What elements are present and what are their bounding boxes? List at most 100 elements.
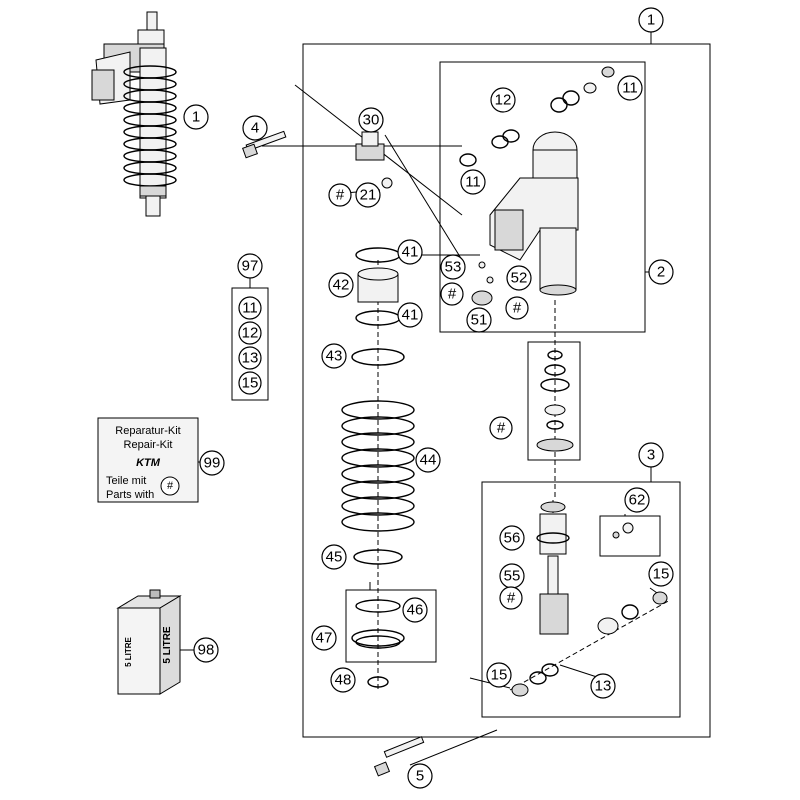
- svg-text:99: 99: [204, 455, 221, 472]
- callout-53: 53: [440, 254, 466, 280]
- callout-12: 12: [490, 87, 516, 113]
- svg-text:#: #: [507, 590, 516, 607]
- piston-group-frame: [481, 481, 681, 718]
- svg-text:55: 55: [504, 568, 521, 585]
- svg-text:62: 62: [629, 492, 646, 509]
- callout-13: 13: [590, 673, 616, 699]
- kit-item-13: 13: [238, 346, 262, 370]
- oil-can-label-front: 5 LITRE: [124, 636, 133, 666]
- svg-text:15: 15: [242, 375, 259, 392]
- seal-rings-top: [459, 66, 615, 167]
- svg-text:15: 15: [653, 566, 670, 583]
- callout-46: 46: [402, 597, 428, 623]
- ktm-logo: KTM: [136, 457, 161, 469]
- callout-21: 21: [355, 182, 381, 208]
- svg-text:21: 21: [360, 187, 377, 204]
- svg-text:53: 53: [445, 259, 462, 276]
- svg-text:11: 11: [465, 174, 481, 191]
- callout-45: 45: [321, 544, 347, 570]
- seal-group-frame: [527, 341, 581, 461]
- callout-1-top: 1: [638, 7, 664, 33]
- piston-rod-illustration: [511, 501, 668, 697]
- kit-item-15: 15: [238, 371, 262, 395]
- part62-frame: [599, 515, 661, 557]
- svg-text:98: 98: [198, 642, 215, 659]
- svg-text:45: 45: [326, 549, 343, 566]
- repair-kit-line4: Parts with: [106, 489, 154, 501]
- repair-kit-line1: Reparatur-Kit: [115, 425, 180, 437]
- svg-text:#: #: [448, 286, 457, 303]
- svg-text:41: 41: [402, 307, 419, 324]
- svg-text:3: 3: [647, 447, 655, 464]
- adjuster-30-illustration: [355, 131, 385, 161]
- callout-62: 62: [624, 487, 650, 513]
- bolt-5-illustration: [373, 736, 425, 777]
- reservoir-group-frame: [439, 61, 646, 333]
- hash-marker-52: #: [505, 296, 529, 320]
- svg-text:48: 48: [335, 672, 352, 689]
- svg-text:#: #: [336, 187, 345, 204]
- repair-kit-line3: Teile mit: [106, 475, 146, 487]
- svg-text:46: 46: [407, 602, 424, 619]
- screw-21-illustration: [381, 177, 393, 189]
- spring-guide-parts: [351, 247, 405, 366]
- svg-text:#: #: [513, 300, 522, 317]
- kit-item-12: 12: [238, 321, 262, 345]
- svg-text:5: 5: [416, 768, 424, 785]
- seal-stack-illustration: [536, 350, 574, 452]
- kit-item-11: 11: [238, 296, 262, 320]
- callout-2: 2: [648, 259, 674, 285]
- callout-55: 55: [499, 563, 525, 589]
- callout-4: 4: [242, 115, 268, 141]
- svg-text:15: 15: [491, 667, 508, 684]
- callout-51: 51: [466, 307, 492, 333]
- lower-seat-frame: [345, 589, 437, 663]
- callout-99: 99: [199, 450, 225, 476]
- callout-41-bottom: 41: [397, 302, 423, 328]
- hash-marker-53: #: [440, 282, 464, 306]
- svg-text:#: #: [497, 420, 506, 437]
- complete-shock-illustration: [91, 11, 177, 217]
- svg-text:44: 44: [420, 452, 437, 469]
- svg-text:12: 12: [495, 92, 512, 109]
- callout-42: 42: [328, 272, 354, 298]
- main-assembly-frame: [302, 43, 711, 738]
- svg-text:41: 41: [402, 244, 419, 261]
- svg-text:12: 12: [242, 325, 259, 342]
- callout-47: 47: [311, 625, 337, 651]
- repair-kit-line2: Repair-Kit: [124, 439, 173, 451]
- svg-text:56: 56: [504, 530, 521, 547]
- repair-kit-box: Reparatur-Kit Repair-Kit KTM Teile mit P…: [97, 417, 199, 503]
- oil-can-label-side: 5 LITRE: [162, 626, 173, 664]
- callout-3: 3: [638, 442, 664, 468]
- hash-marker-seals: #: [489, 416, 513, 440]
- svg-text:13: 13: [242, 350, 259, 367]
- hash-marker-55: #: [499, 586, 523, 610]
- repair-kit-hash: #: [167, 480, 174, 492]
- callout-11-right: 11: [617, 75, 643, 101]
- svg-text:47: 47: [316, 630, 333, 647]
- callout-52: 52: [506, 265, 532, 291]
- bolt-4-illustration: [242, 130, 287, 159]
- svg-text:51: 51: [471, 312, 488, 329]
- oil-can-illustration: 5 LITRE 5 LITRE: [116, 589, 182, 695]
- svg-text:30: 30: [363, 112, 380, 129]
- spring-44-illustration: [341, 400, 415, 532]
- svg-text:1: 1: [192, 109, 200, 126]
- callout-15-left: 15: [486, 662, 512, 688]
- callout-48: 48: [330, 667, 356, 693]
- svg-text:2: 2: [657, 264, 665, 281]
- callout-5: 5: [407, 763, 433, 789]
- reservoir-body-illustration: [489, 131, 579, 296]
- callout-30: 30: [358, 107, 384, 133]
- svg-text:42: 42: [333, 277, 350, 294]
- svg-text:13: 13: [595, 678, 612, 695]
- callout-41-top: 41: [397, 239, 423, 265]
- svg-text:52: 52: [511, 270, 528, 287]
- callout-44: 44: [415, 447, 441, 473]
- callout-11-left: 11: [460, 169, 486, 195]
- callout-98: 98: [193, 637, 219, 663]
- callout-43: 43: [321, 343, 347, 369]
- callout-56: 56: [499, 525, 525, 551]
